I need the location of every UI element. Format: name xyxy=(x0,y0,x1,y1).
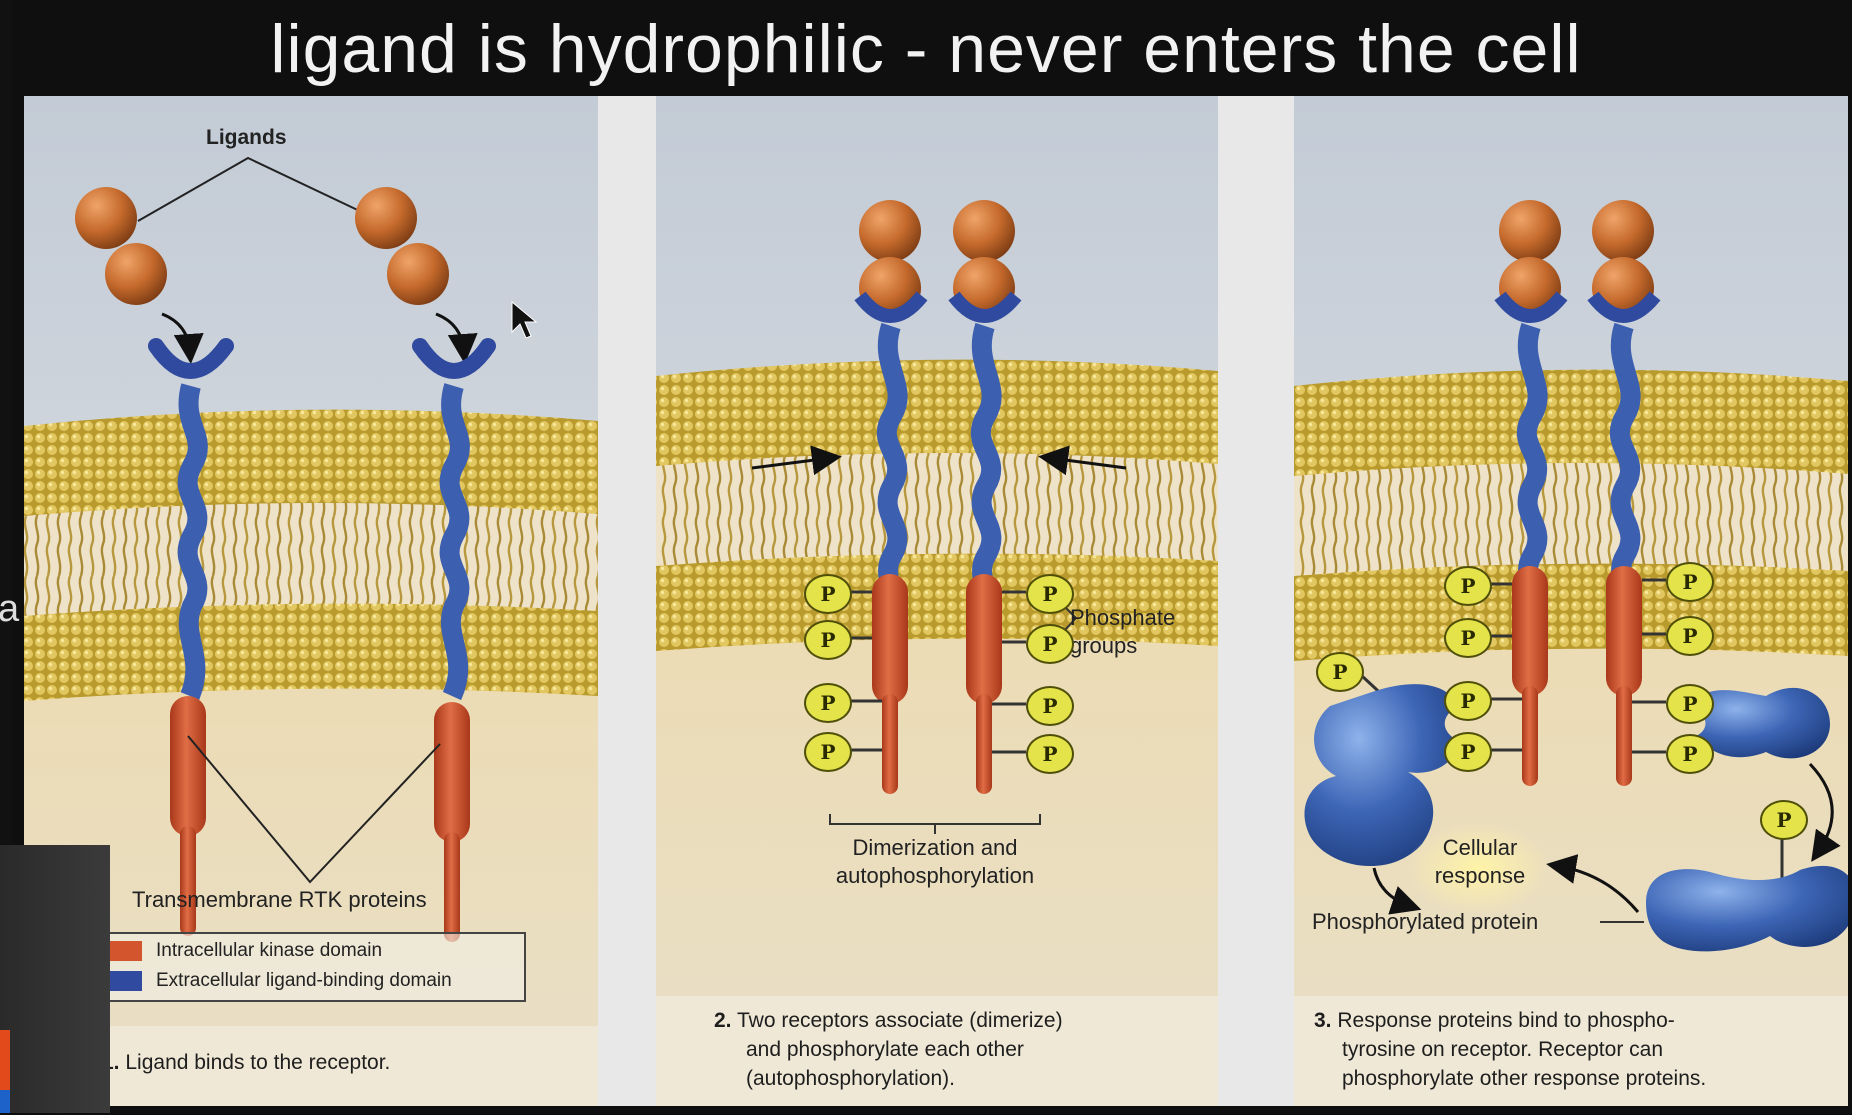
edge-strip-blue xyxy=(0,1090,10,1113)
phosphate-marker: P xyxy=(1666,616,1714,656)
phosphate-groups-line1: Phosphate xyxy=(1070,604,1175,632)
phosphate-marker: P xyxy=(1666,684,1714,724)
phosphate-marker: P xyxy=(1666,562,1714,602)
phosphorylated-protein-label: Phosphorylated protein xyxy=(1312,908,1538,936)
legend-label-kinase: Intracellular kinase domain xyxy=(156,940,382,962)
panel-3 xyxy=(1294,96,1848,1106)
cellular-response-label: Cellular response xyxy=(1422,834,1538,890)
cellular-response-line2: response xyxy=(1422,862,1538,890)
panel-gutter xyxy=(598,96,656,1106)
legend-label-binding: Extracellular ligand-binding domain xyxy=(156,970,452,992)
overlay-block xyxy=(0,845,110,1113)
caption-line3: (autophosphorylation). xyxy=(714,1064,1063,1093)
caption-1: 1. Ligand binds to the receptor. xyxy=(102,1048,390,1077)
phosphate-groups-label: Phosphate groups xyxy=(1070,604,1175,660)
phosphate-marker: P xyxy=(1316,652,1364,692)
caption-3: 3. Response proteins bind to phospho- ty… xyxy=(1314,1006,1706,1093)
phosphate-marker: P xyxy=(1444,732,1492,772)
panel-2 xyxy=(656,96,1218,1106)
phosphate-marker: P xyxy=(1026,734,1074,774)
caption-line3: phosphorylate other response proteins. xyxy=(1314,1064,1706,1093)
caption-number: 2. xyxy=(714,1009,732,1032)
legend-entry-kinase: Intracellular kinase domain xyxy=(108,940,382,962)
phosphate-marker: P xyxy=(1026,624,1074,664)
caption-number: 3. xyxy=(1314,1009,1332,1032)
side-text-fragment: a xyxy=(0,588,19,631)
phosphate-marker: P xyxy=(1760,800,1808,840)
phosphate-marker: P xyxy=(1444,618,1492,658)
legend-swatch-kinase xyxy=(108,941,142,961)
rtk-proteins-label: Transmembrane RTK proteins xyxy=(132,886,427,914)
panel-gutter xyxy=(1218,96,1294,1106)
dimerization-line2: autophosphorylation xyxy=(810,862,1060,890)
dimerization-line1: Dimerization and xyxy=(810,834,1060,862)
dimerization-label: Dimerization and autophosphorylation xyxy=(810,834,1060,890)
phosphate-marker: P xyxy=(804,683,852,723)
caption-line1: Two receptors associate (dimerize) xyxy=(737,1009,1063,1032)
phosphate-marker: P xyxy=(1666,734,1714,774)
phosphate-marker: P xyxy=(1026,686,1074,726)
phosphate-groups-line2: groups xyxy=(1070,632,1175,660)
phosphate-marker: P xyxy=(1444,681,1492,721)
caption-2: 2. Two receptors associate (dimerize) an… xyxy=(714,1006,1063,1093)
phosphate-marker: P xyxy=(1026,574,1074,614)
caption-text: Ligand binds to the receptor. xyxy=(125,1051,390,1074)
slide-title: ligand is hydrophilic - never enters the… xyxy=(0,0,1852,98)
caption-line2: tyrosine on receptor. Receptor can xyxy=(1314,1035,1706,1064)
cellular-response-line1: Cellular xyxy=(1422,834,1538,862)
caption-line1: Response proteins bind to phospho- xyxy=(1337,1009,1674,1032)
caption-line2: and phosphorylate each other xyxy=(714,1035,1063,1064)
phosphate-marker: P xyxy=(804,732,852,772)
rtk-figure: Ligands Transmembrane RTK proteins Intra… xyxy=(10,96,1848,1110)
legend-entry-binding: Extracellular ligand-binding domain xyxy=(108,970,452,992)
phosphate-marker: P xyxy=(1444,566,1492,606)
phosphate-marker: P xyxy=(804,620,852,660)
phosphate-marker: P xyxy=(804,574,852,614)
ligands-label: Ligands xyxy=(206,124,287,152)
edge-strip-red xyxy=(0,1030,10,1090)
legend-swatch-binding xyxy=(108,971,142,991)
legend-box: Intracellular kinase domain Extracellula… xyxy=(92,932,526,1002)
